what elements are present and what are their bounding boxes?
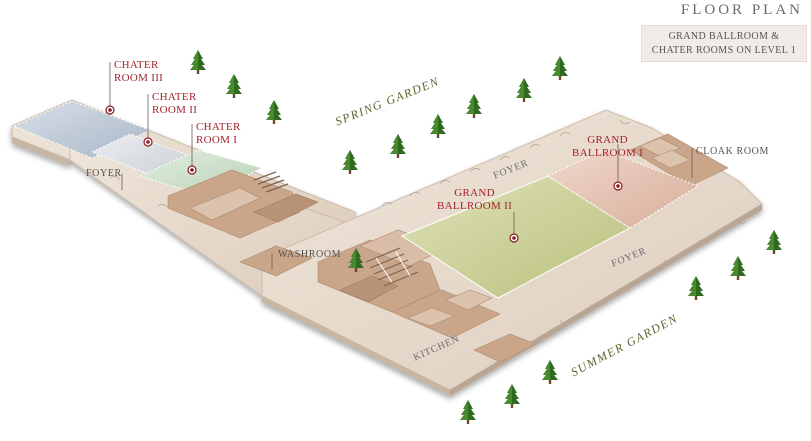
chater-room-1-area[interactable] [138,149,264,197]
cloak-room-label[interactable]: CLOAK ROOM [696,146,769,157]
label-line: GRAND [587,134,628,146]
tree-icon [266,100,282,124]
label-line: CHATER [152,91,197,103]
subtitle-line-2: CHATER ROOMS ON LEVEL 1 [651,45,797,56]
chater-room-1-label[interactable]: CHATER ROOM I [196,121,241,147]
foyer-west-label: FOYER [86,168,122,179]
page-title: FLOOR PLAN [680,2,803,18]
tree-icon [226,74,242,98]
label-line: CHATER [114,59,159,71]
chater-room-3-label[interactable]: CHATER ROOM III [114,59,163,85]
tree-icon [466,94,482,118]
tree-icon [542,360,558,384]
tree-icon [460,400,476,424]
grand-ballroom-1-label[interactable]: GRAND BALLROOM I [572,134,643,160]
grand-ballroom-2-label[interactable]: GRAND BALLROOM II [437,187,512,213]
label-line: ROOM II [152,104,198,116]
washroom-block[interactable] [239,245,313,277]
door-arcs [109,119,747,324]
tree-icon [504,384,520,408]
label-line: BALLROOM II [437,200,513,212]
label-line: BALLROOM I [572,147,644,159]
tree-icon [688,276,704,300]
tree-icon [342,150,358,174]
label-line: CHATER [196,121,241,133]
tree-icon [190,50,206,74]
grand-ballroom-1-area[interactable] [546,149,700,229]
label-line: ROOM I [196,134,238,146]
subtitle-line-1: GRAND BALLROOM & [668,31,780,42]
washroom-label[interactable]: WASHROOM [278,249,342,260]
tree-icon [766,230,782,254]
tree-icon [730,256,746,280]
stairs-icon [375,251,411,283]
tree-icon [430,114,446,138]
subtitle-box: GRAND BALLROOM & CHATER ROOMS ON LEVEL 1 [641,25,807,62]
service-blocks [167,133,729,363]
location-markers [105,105,623,243]
label-line: ROOM III [114,72,164,84]
tree-icon [516,78,532,102]
tree-icon [552,56,568,80]
tree-icon [390,134,406,158]
chater-room-2-label[interactable]: CHATER ROOM II [152,91,197,117]
label-line: GRAND [454,187,495,199]
